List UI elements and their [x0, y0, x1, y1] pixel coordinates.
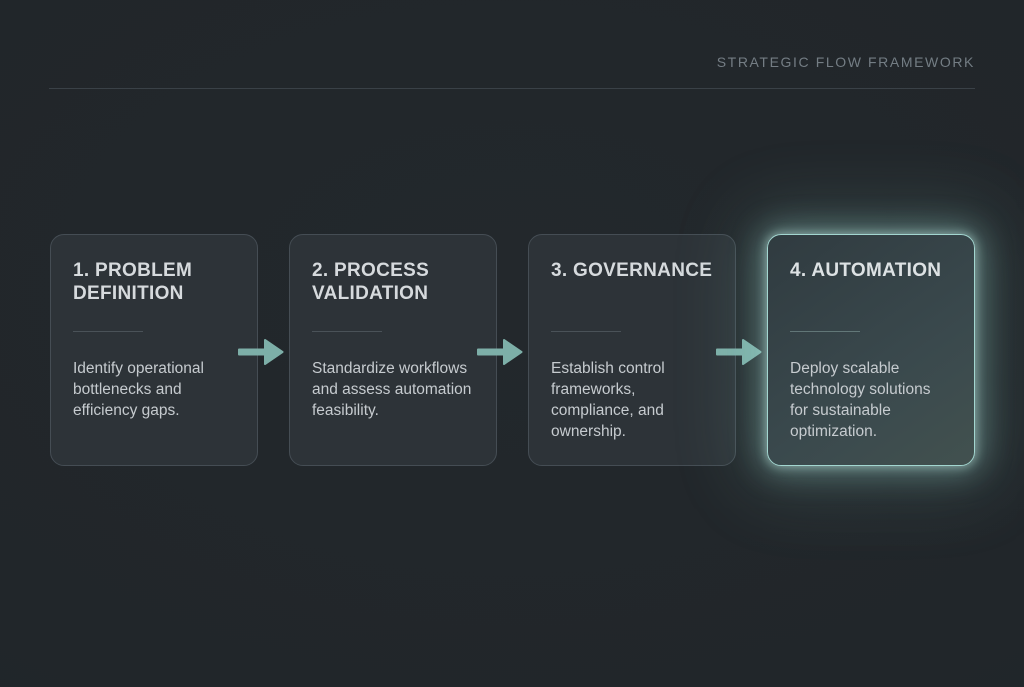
step-card-header: 1. PROBLEM DEFINITION [73, 259, 235, 331]
step-card-header: 2. PROCESS VALIDATION [312, 259, 474, 331]
step-card-governance: 3. GOVERNANCE Establish control framewor… [528, 234, 736, 466]
step-title-underline [73, 331, 143, 332]
step-description: Standardize workflows and assess automat… [312, 360, 472, 419]
step-title-underline [551, 331, 621, 332]
step-description: Deploy scalable technology solutions for… [790, 360, 931, 440]
step-title: 1. PROBLEM DEFINITION [73, 260, 193, 304]
diagram-header-title: STRATEGIC FLOW FRAMEWORK [716, 54, 975, 70]
flow-arrow-icon [716, 339, 762, 365]
step-card-problem-definition: 1. PROBLEM DEFINITION Identify operation… [50, 234, 258, 466]
flow-arrow-icon [238, 339, 284, 365]
step-title: 4. AUTOMATION [790, 260, 942, 281]
step-title: 3. GOVERNANCE [551, 260, 713, 281]
step-title-underline [312, 331, 382, 332]
header-divider-line [49, 88, 975, 89]
step-title-underline [790, 331, 860, 332]
step-card-header: 3. GOVERNANCE [551, 259, 713, 331]
step-card-process-validation: 2. PROCESS VALIDATION Standardize workfl… [289, 234, 497, 466]
flow-arrow-icon [477, 339, 523, 365]
step-title: 2. PROCESS VALIDATION [312, 260, 430, 304]
step-description: Establish control frameworks, compliance… [551, 360, 665, 440]
step-card-automation: 4. AUTOMATION Deploy scalable technology… [767, 234, 975, 466]
step-description: Identify operational bottlenecks and eff… [73, 360, 204, 419]
step-card-header: 4. AUTOMATION [790, 259, 952, 331]
